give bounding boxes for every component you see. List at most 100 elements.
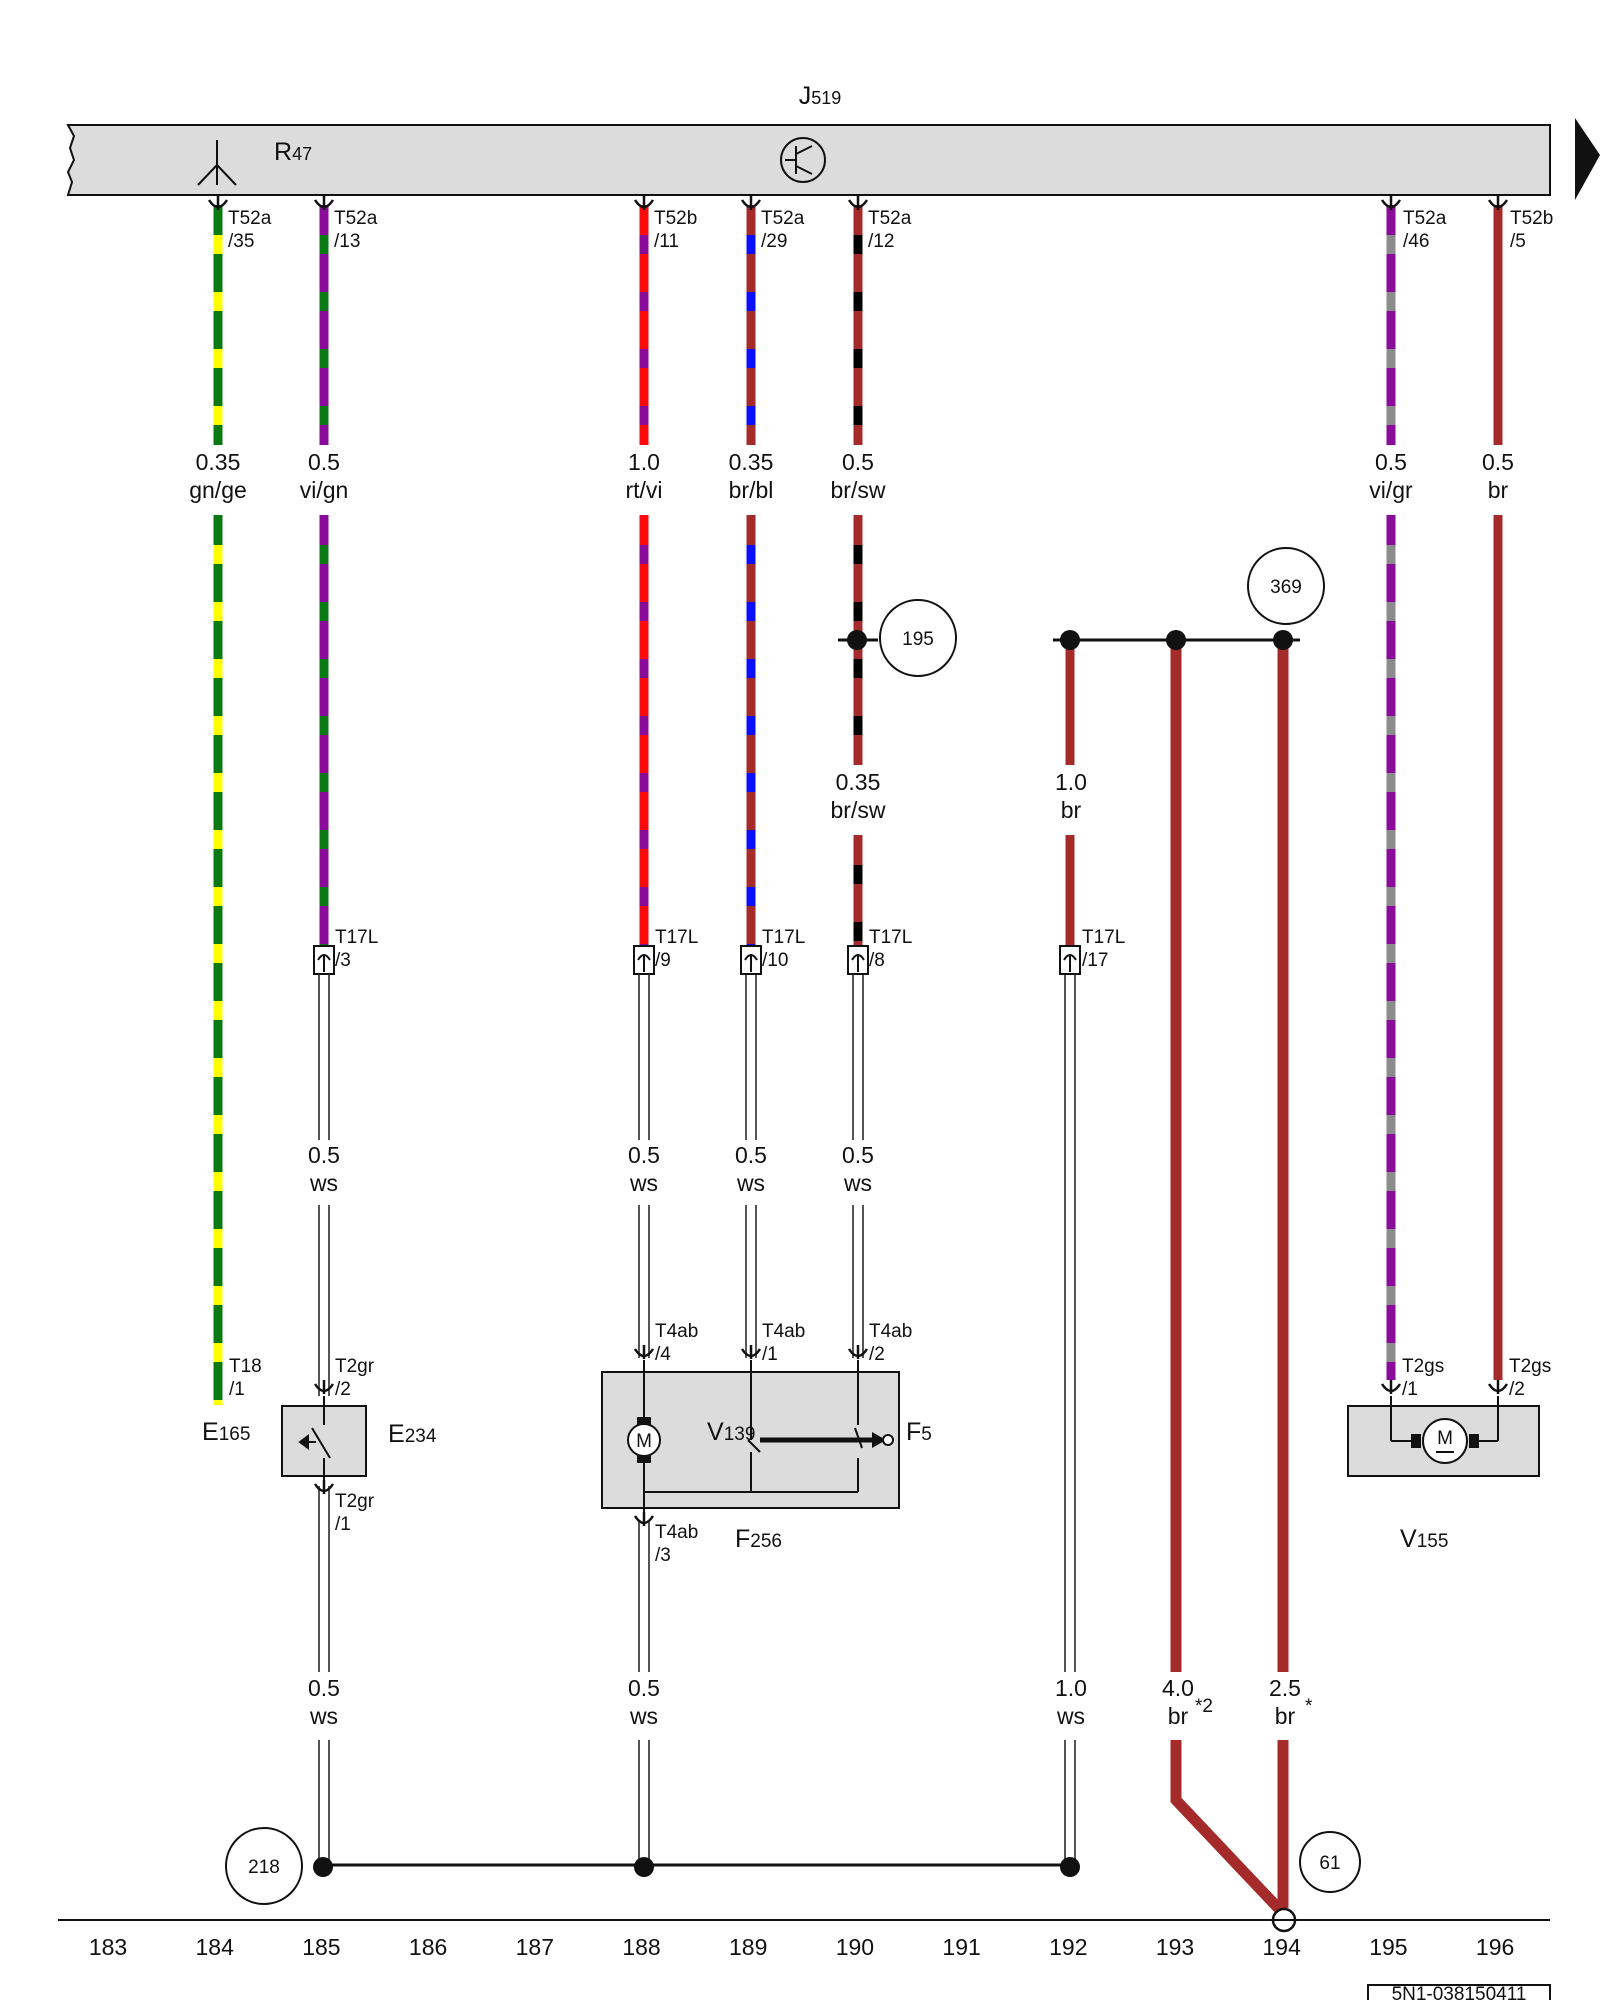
bottom-pin-icons	[313, 1345, 1509, 1526]
conn-label-p8: T2gr	[335, 1491, 375, 1512]
pin-label-c5: /17	[1082, 950, 1108, 971]
wire-size-l3: 0.5	[735, 1142, 767, 1168]
wire-size-b4: 4.0	[1162, 1675, 1194, 1701]
pin-label-w5: /12	[868, 231, 894, 252]
svg-text:369: 369	[1270, 577, 1302, 598]
conn-label-w5: T52a	[868, 208, 912, 229]
pin-label-p5: /2	[869, 1344, 885, 1365]
ruler-label-184: 184	[196, 1934, 235, 1960]
pin-label-w6: /46	[1403, 231, 1429, 252]
ruler-label-188: 188	[622, 1934, 660, 1960]
actuator-arrow-icon	[872, 1432, 886, 1448]
t17l-connector-icons	[313, 945, 1081, 975]
wire-color-l3: ws	[736, 1170, 765, 1196]
motor-unit-v155: M	[1347, 1396, 1540, 1477]
switch-icon	[298, 1396, 331, 1486]
pin-label-c4: /8	[869, 950, 885, 971]
pin-icon-t4ab-4	[633, 1345, 655, 1359]
pin-label-w4: /29	[761, 231, 787, 252]
ruler-label-187: 187	[516, 1934, 554, 1960]
pin-label-p3: /4	[655, 1344, 671, 1365]
wire-color-b2: ws	[629, 1703, 658, 1729]
conn-label-p1: T18	[229, 1356, 262, 1377]
antenna-icon	[197, 140, 237, 186]
wire-size-w4: 0.35	[729, 449, 774, 475]
pin-icon-top-7	[1487, 196, 1509, 210]
top-connector-labels: T52a /35 T52a /13 T52b /11 T52a /29 T52a…	[228, 208, 1553, 252]
junction-dot-b	[1166, 630, 1186, 650]
svg-text:195: 195	[902, 629, 934, 650]
junction-dot-369	[1273, 630, 1293, 650]
wire-size-m1: 0.35	[836, 769, 881, 795]
pin-label-p1: /1	[229, 1379, 245, 1400]
pin-label-p2: /2	[335, 1379, 351, 1400]
conn-label-p9: T4ab	[655, 1522, 698, 1543]
wire-size-b1: 0.5	[308, 1675, 340, 1701]
wire-color-w5: br/sw	[831, 477, 886, 503]
antenna-label: R47	[274, 138, 312, 166]
pin-icon-t2gs-2	[1487, 1380, 1509, 1394]
pin-icon-top-1	[207, 196, 229, 210]
pin-icon-top-4	[740, 196, 762, 210]
junction-dots	[313, 630, 1293, 1877]
doc-number: 5N1-038150411	[1392, 1984, 1527, 2000]
wire-layer	[213, 205, 1503, 1914]
wire-color-w7: br	[1488, 477, 1509, 503]
motor-icon	[627, 1417, 661, 1463]
pin-label-w3: /11	[654, 231, 679, 252]
conn-label-w6: T52a	[1403, 208, 1447, 229]
wire-size-w2: 0.5	[308, 449, 340, 475]
wire-color-l1: ws	[309, 1170, 338, 1196]
wire-size-w5: 0.5	[842, 449, 874, 475]
wire-color-b4: br	[1168, 1703, 1189, 1729]
mid-wire-labels: 0.35 br/sw 1.0 br	[831, 769, 1087, 823]
ruler-label-189: 189	[729, 1934, 767, 1960]
component-label-e165: E165	[202, 1418, 250, 1446]
conn-label-w2: T52a	[334, 208, 378, 229]
pin-icon-top-6	[1380, 196, 1402, 210]
wire-size-w6: 0.5	[1375, 449, 1407, 475]
pin-icon-t2gr-2	[313, 1380, 335, 1394]
junction-dot-a	[1060, 630, 1080, 650]
junction-dot-195	[847, 630, 867, 650]
wire-color-b1: ws	[309, 1703, 338, 1729]
top-pin-icons	[207, 196, 1509, 210]
ref-195: 195	[879, 599, 957, 677]
conn-label-c2: T17L	[655, 927, 698, 948]
ruler-label-192: 192	[1049, 1934, 1087, 1960]
transistor-icon	[780, 137, 826, 183]
pin-label-w7: /5	[1510, 231, 1526, 252]
connector-t17l-icon-5	[1059, 945, 1081, 975]
junction-dot-c	[634, 1857, 654, 1877]
pin-label-p8: /1	[335, 1514, 351, 1535]
conn-label-w3: T52b	[654, 208, 697, 229]
pin-label-c2: /9	[655, 950, 671, 971]
wire-color-b3: ws	[1056, 1703, 1085, 1729]
conn-label-c4: T17L	[869, 927, 912, 948]
conn-label-c1: T17L	[335, 927, 378, 948]
wire-color-w2: vi/gn	[300, 477, 349, 503]
wire-note-b5: *	[1305, 1696, 1313, 1717]
doc-number-box: 5N1-038150411	[1367, 1984, 1551, 2000]
connector-t17l-icon-1	[313, 945, 335, 975]
pin-icon-t2gr-1	[313, 1480, 335, 1494]
motor-unit-f256: M V139	[601, 1360, 900, 1520]
bottom-pin-labels: T18 /1 T2gr /2 T4ab /4 T4ab /1 T4ab /2 T…	[229, 1321, 1551, 1566]
conn-label-w4: T52a	[761, 208, 805, 229]
component-label-v155: V155	[1400, 1525, 1448, 1553]
wire-color-w3: rt/vi	[625, 477, 662, 503]
ruler-label-185: 185	[302, 1934, 340, 1960]
wire-size-l2: 0.5	[628, 1142, 660, 1168]
pin-icon-top-5	[847, 196, 869, 210]
wire-size-b3: 1.0	[1055, 1675, 1087, 1701]
pin-label-p7: /2	[1509, 1379, 1525, 1400]
t17l-labels: T17L /3 T17L /9 T17L /10 T17L /8 T17L /1…	[335, 927, 1125, 971]
pin-label-c1: /3	[335, 950, 351, 971]
pin-label-w2: /13	[334, 231, 360, 252]
wire-color-l2: ws	[629, 1170, 658, 1196]
pin-icon-t4ab-1	[740, 1345, 762, 1359]
svg-text:61: 61	[1319, 1853, 1340, 1874]
conn-label-p7: T2gs	[1509, 1356, 1551, 1377]
